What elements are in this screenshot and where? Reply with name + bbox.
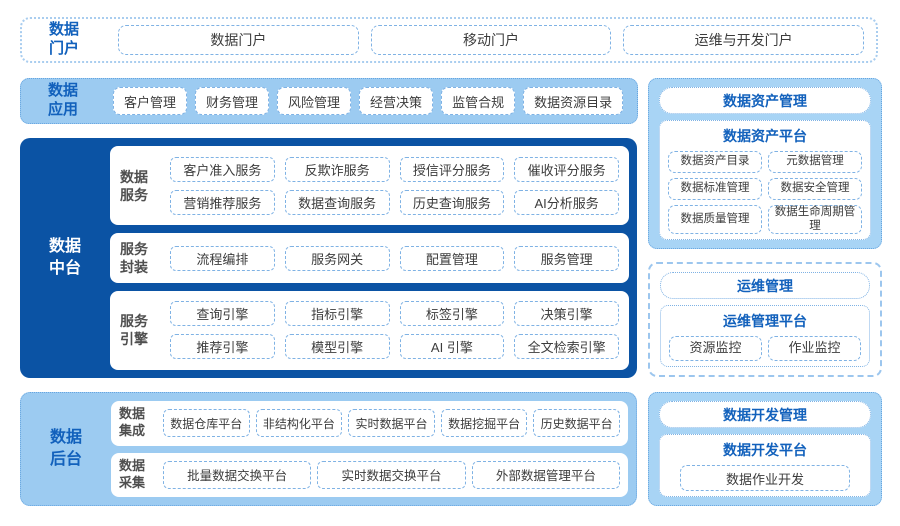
- asset-item: 数据质量管理: [668, 205, 762, 234]
- middle-platform-label: 数据 中台: [48, 238, 81, 277]
- service-engines-grid: 查询引擎 指标引擎 标签引擎 决策引擎 推荐引擎 模型引擎 AI 引擎 全文检索…: [170, 298, 619, 363]
- data-dev-platform-title: 数据开发平台: [723, 442, 807, 458]
- app-band-label: 数据 应用: [47, 82, 78, 118]
- encapsulation-item: 配置管理: [399, 245, 505, 271]
- engine-item: 查询引擎: [170, 301, 275, 327]
- engine-item: 决策引擎: [514, 301, 619, 327]
- section-data-integration: 数据 集成 数据仓库平台 非结构化平台 实时数据平台 数据挖掘平台 历史数据平台: [111, 401, 628, 446]
- app-item: 风险管理: [277, 87, 352, 115]
- data-dev-management-panel: 数据开发管理 数据开发平台 数据作业开发: [648, 392, 882, 506]
- service-item: AI分析服务: [514, 189, 619, 215]
- ops-item: 资源监控: [669, 336, 762, 361]
- data-collection-row: 批量数据交换平台 实时数据交换平台 外部数据管理平台: [163, 460, 620, 489]
- ops-platform-title: 运维管理平台: [723, 313, 807, 329]
- engine-item: 全文检索引擎: [514, 334, 619, 360]
- middle-platform-content: 数据 服务 客户准入服务 反欺诈服务 授信评分服务 催收评分服务 营销推荐服务 …: [110, 146, 629, 371]
- section-label: 数据 服务: [120, 168, 148, 203]
- engine-item: 模型引擎: [284, 334, 390, 360]
- service-item: 历史查询服务: [399, 189, 505, 215]
- data-asset-platform-title: 数据资产平台: [723, 128, 807, 144]
- engine-item: 推荐引擎: [170, 334, 275, 360]
- data-middle-platform-block: 数据 中台 数据 服务 客户准入服务 反欺诈服务 授信评分服务 催收评分服务 营…: [20, 138, 637, 378]
- service-item: 反欺诈服务: [284, 156, 390, 182]
- collection-item: 批量数据交换平台: [163, 460, 312, 489]
- data-asset-platform-panel: 数据资产平台 数据资产目录 元数据管理 数据标准管理 数据安全管理 数据质量管理…: [659, 120, 871, 240]
- app-item: 客户管理: [113, 87, 188, 115]
- encapsulation-item: 服务管理: [514, 245, 619, 271]
- ops-management-panel: 运维管理 运维管理平台 资源监控 作业监控: [648, 262, 882, 377]
- service-item: 授信评分服务: [399, 156, 505, 182]
- integration-item: 实时数据平台: [348, 409, 435, 438]
- app-item: 监管合规: [441, 87, 516, 115]
- engine-item: 指标引擎: [284, 301, 390, 327]
- data-asset-management-panel: 数据资产管理 数据资产平台 数据资产目录 元数据管理 数据标准管理 数据安全管理…: [648, 78, 882, 249]
- data-services-grid: 客户准入服务 反欺诈服务 授信评分服务 催收评分服务 营销推荐服务 数据查询服务…: [170, 153, 619, 218]
- section-label: 服务 封装: [120, 240, 148, 276]
- asset-item: 数据安全管理: [768, 178, 862, 200]
- data-integration-row: 数据仓库平台 非结构化平台 实时数据平台 数据挖掘平台 历史数据平台: [163, 409, 620, 438]
- dev-item: 数据作业开发: [679, 465, 851, 491]
- section-label: 数据 集成: [119, 406, 146, 439]
- backend-band-label: 数据 后台: [49, 429, 82, 468]
- ops-platform-panel: 运维管理平台 资源监控 作业监控: [660, 305, 870, 367]
- section-data-collection: 数据 采集 批量数据交换平台 实时数据交换平台 外部数据管理平台: [111, 452, 628, 497]
- collection-item: 外部数据管理平台: [471, 460, 620, 489]
- integration-item: 非结构化平台: [255, 409, 343, 438]
- section-service-encapsulation: 服务 封装 流程编排 服务网关 配置管理 服务管理: [110, 233, 629, 283]
- portal-band: 数据 门户 数据门户 移动门户 运维与开发门户: [20, 17, 878, 63]
- app-item: 财务管理: [195, 87, 270, 115]
- asset-item: 数据标准管理: [668, 178, 762, 200]
- data-dev-platform-panel: 数据开发平台 数据作业开发: [659, 434, 871, 497]
- service-item: 客户准入服务: [170, 156, 275, 182]
- collection-item: 实时数据交换平台: [317, 460, 466, 489]
- section-label: 服务 引擎: [120, 313, 148, 348]
- engine-item: AI 引擎: [399, 334, 505, 360]
- data-dev-grid: 数据作业开发: [668, 465, 862, 491]
- data-asset-management-header: 数据资产管理: [659, 87, 871, 114]
- integration-item: 历史数据平台: [533, 409, 620, 438]
- portal-item: 运维与开发门户: [623, 25, 865, 55]
- encapsulation-item: 服务网关: [284, 245, 390, 271]
- app-item: 数据资源目录: [523, 87, 624, 115]
- asset-item: 数据资产目录: [668, 151, 762, 173]
- data-asset-grid: 数据资产目录 元数据管理 数据标准管理 数据安全管理 数据质量管理 数据生命周期…: [668, 151, 862, 234]
- service-encapsulation-grid: 流程编排 服务网关 配置管理 服务管理: [170, 240, 619, 275]
- asset-item: 元数据管理: [768, 151, 862, 173]
- backend-content: 数据 集成 数据仓库平台 非结构化平台 实时数据平台 数据挖掘平台 历史数据平台…: [111, 401, 628, 497]
- section-label: 数据 采集: [119, 457, 146, 490]
- service-item: 数据查询服务: [284, 189, 390, 215]
- app-band: 数据 应用 客户管理 财务管理 风险管理 经营决策 监管合规 数据资源目录: [20, 78, 638, 124]
- portal-item: 数据门户: [118, 25, 359, 55]
- portal-band-label: 数据 门户: [48, 21, 79, 57]
- engine-item: 标签引擎: [399, 301, 505, 327]
- asset-item: 数据生命周期管理: [768, 205, 862, 234]
- data-backend-band: 数据 后台 数据 集成 数据仓库平台 非结构化平台 实时数据平台 数据挖掘平台 …: [20, 392, 637, 506]
- integration-item: 数据仓库平台: [163, 409, 250, 438]
- encapsulation-item: 流程编排: [170, 245, 275, 271]
- integration-item: 数据挖掘平台: [440, 409, 528, 438]
- ops-management-header: 运维管理: [660, 272, 870, 299]
- data-dev-management-header: 数据开发管理: [659, 401, 871, 428]
- section-service-engines: 服务 引擎 查询引擎 指标引擎 标签引擎 决策引擎 推荐引擎 模型引擎 AI 引…: [110, 290, 629, 371]
- portal-item: 移动门户: [370, 25, 612, 55]
- app-item: 经营决策: [359, 87, 434, 115]
- ops-item: 作业监控: [768, 336, 861, 361]
- service-item: 催收评分服务: [514, 156, 619, 182]
- ops-grid: 资源监控 作业监控: [669, 336, 861, 361]
- service-item: 营销推荐服务: [170, 189, 275, 215]
- section-data-services: 数据 服务 客户准入服务 反欺诈服务 授信评分服务 催收评分服务 营销推荐服务 …: [110, 146, 629, 226]
